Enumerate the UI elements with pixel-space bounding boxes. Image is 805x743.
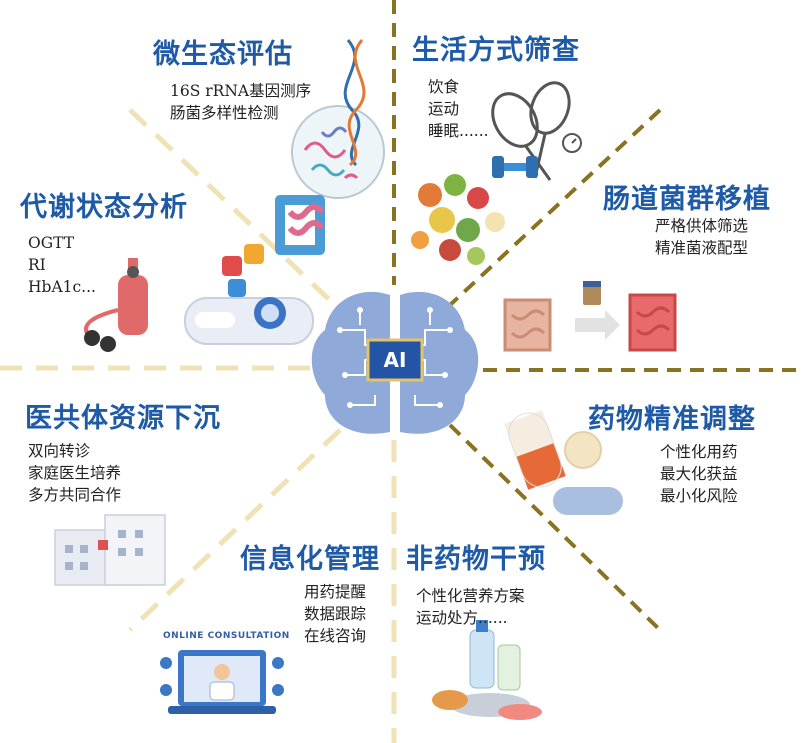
resources-items: 双向转诊 家庭医生培养 多方共同合作 — [28, 440, 121, 506]
food-icon — [411, 174, 505, 265]
lifestyle-item: 饮食 — [428, 78, 460, 96]
nondrug-item: 运动处方...... — [416, 609, 508, 627]
microbe-dish-icon — [291, 105, 385, 199]
info-item: 数据跟踪 — [304, 605, 367, 623]
fmt-intestine-icon — [503, 281, 677, 352]
ai-label: AI — [383, 348, 407, 372]
metabolic-item: HbA1c... — [28, 278, 96, 296]
info-item: 在线咨询 — [304, 627, 367, 645]
dark-dividers — [392, 0, 805, 632]
fmt-items: 严格供体筛选 精准菌液配型 — [655, 215, 748, 259]
app-icons — [222, 244, 264, 297]
drug-title: 药物精准调整 — [588, 404, 756, 435]
micro-items: 16S rRNA基因测序 肠菌多样性检测 — [170, 80, 311, 124]
nondrug-items: 个性化营养方案 运动处方...... — [416, 585, 525, 629]
metabolic-items: OGTT RI HbA1c... — [28, 232, 96, 298]
online-consultation-label: ONLINE CONSULTATION — [163, 631, 290, 641]
glucose-meter-icon — [184, 297, 314, 345]
fmt-item: 精准菌液配型 — [655, 239, 749, 257]
drug-item: 个性化用药 — [660, 443, 738, 461]
info-title: 信息化管理 — [240, 544, 380, 575]
micro-title: 微生态评估 — [153, 39, 293, 70]
fmt-title: 肠道菌群移植 — [603, 184, 771, 215]
drug-item: 最大化获益 — [660, 465, 738, 483]
blood-pressure-icon — [84, 258, 148, 352]
nondrug-item: 个性化营养方案 — [416, 587, 525, 605]
metabolic-title: 代谢状态分析 — [20, 192, 188, 223]
micro-item: 肠菌多样性检测 — [170, 104, 279, 122]
hospital-icon — [54, 514, 166, 586]
light-dividers — [0, 108, 397, 743]
resources-item: 双向转诊 — [28, 442, 91, 460]
lifestyle-item: 运动 — [428, 100, 460, 118]
intestine-icon — [275, 195, 325, 255]
resources-item: 多方共同合作 — [28, 486, 122, 504]
nutrition-icon — [432, 620, 542, 720]
dna-icon — [343, 39, 366, 167]
resources-title: 医共体资源下沉 — [25, 403, 221, 434]
resources-item: 家庭医生培养 — [28, 464, 122, 482]
pills-icon — [504, 410, 623, 515]
lifestyle-items: 饮食 运动 睡眠...... — [428, 76, 489, 142]
dumbbell-icon — [492, 156, 538, 178]
metabolic-item: OGTT — [28, 234, 75, 252]
info-item: 用药提醒 — [304, 583, 367, 601]
fmt-item: 严格供体筛选 — [655, 217, 749, 235]
micro-item: 16S rRNA基因测序 — [170, 82, 312, 100]
drug-item: 最小化风险 — [660, 487, 738, 505]
drug-items: 个性化用药 最大化获益 最小化风险 — [660, 441, 738, 507]
lifestyle-title: 生活方式筛查 — [412, 35, 580, 66]
lifestyle-item: 睡眠...... — [428, 122, 489, 140]
info-items: 用药提醒 数据跟踪 在线咨询 — [304, 581, 366, 647]
stopwatch-icon — [562, 133, 582, 153]
laptop-icon — [160, 650, 284, 714]
nondrug-title: 非药物干预 — [406, 544, 546, 575]
brain-icon — [311, 291, 479, 434]
metabolic-item: RI — [28, 256, 46, 274]
